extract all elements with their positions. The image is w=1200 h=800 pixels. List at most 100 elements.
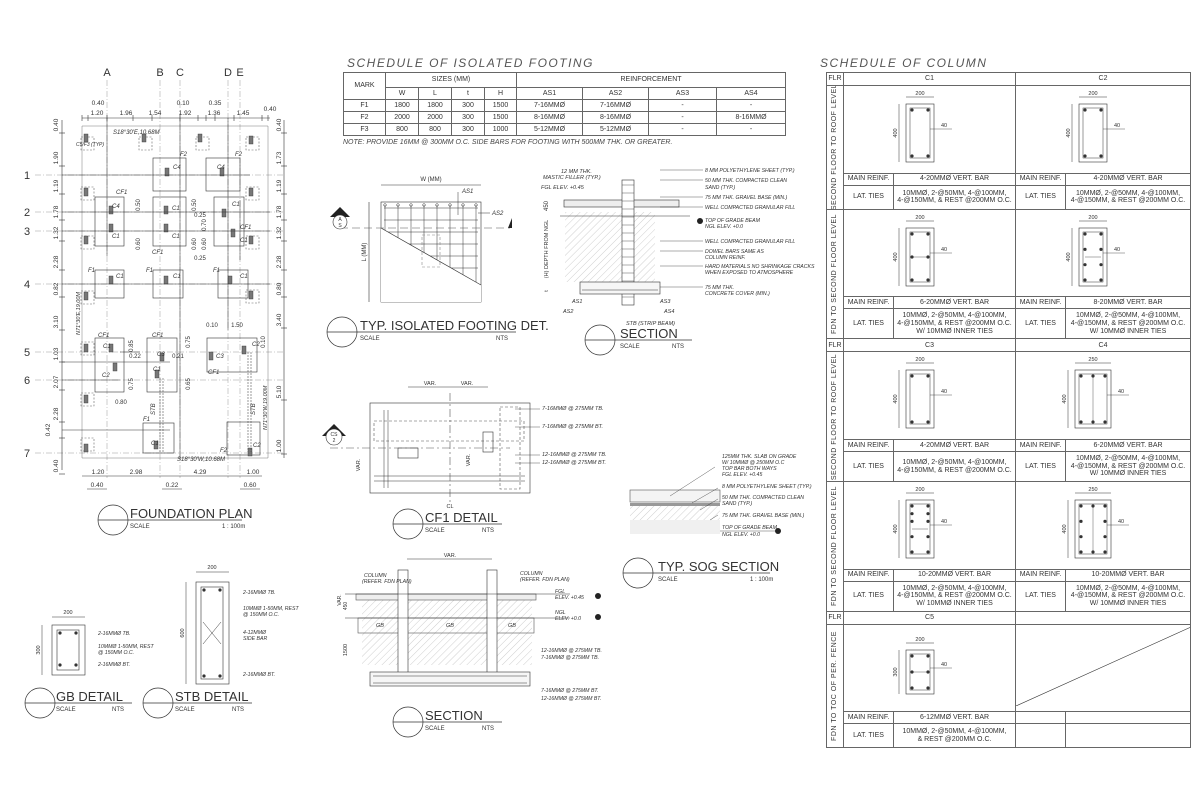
- dimension-text: VAR.: [337, 594, 343, 605]
- dimension-text: 0.75: [129, 378, 135, 390]
- leader-line: [691, 487, 719, 504]
- width-dimension: 200: [915, 487, 924, 493]
- annotation-text: ELEV. +0.0: [555, 616, 581, 622]
- dimension-text: VAR.: [356, 458, 362, 471]
- rebar-dot: [910, 550, 914, 554]
- lat-ties-value: 10MMØ, 2-@50MM, 4-@100MM,4-@150MM, & RES…: [892, 308, 1017, 340]
- grid-bubble: [20, 446, 34, 460]
- rebar-dot: [1083, 247, 1087, 251]
- height-dimension: 400: [893, 395, 899, 404]
- dimension-text: L (MM): [362, 243, 368, 262]
- lat-ties-line: W/ 10MMØ INNER TIES: [1089, 470, 1167, 478]
- rebar-dot: [1091, 550, 1095, 554]
- drawing-title: FOUNDATION PLAN: [130, 506, 253, 521]
- plan-label: CF1: [98, 333, 109, 339]
- table-cell: 800: [418, 123, 452, 136]
- rebar-dot: [409, 203, 413, 207]
- rebar-dot: [910, 108, 914, 112]
- column: [486, 569, 498, 676]
- header-sizes: SIZES (MM): [385, 72, 517, 88]
- plan-label: F1: [143, 417, 150, 423]
- elevation-marker-icon: [595, 614, 601, 620]
- rebar-dot: [926, 420, 930, 424]
- cover-dimension: 40: [941, 247, 947, 253]
- rebar-dot: [926, 255, 930, 259]
- lat-ties-label: LAT. TIES: [1015, 451, 1067, 483]
- dimension-text: CL: [446, 504, 453, 510]
- column-outline: [905, 499, 935, 559]
- lat-ties-line: 4-@150MM, & REST @200MM O.C.: [897, 320, 1012, 328]
- rebar-dot: [1079, 420, 1083, 424]
- grid-number-label: 1: [24, 170, 30, 182]
- table-cell: 1500: [484, 99, 517, 112]
- annotation-text: DOWEL BARS SAME AS: [705, 249, 764, 255]
- rebar-dot: [910, 654, 914, 658]
- table-cell: F3: [343, 123, 386, 136]
- dimension-text: 450: [343, 602, 349, 611]
- dimension-text: 5.10: [276, 385, 283, 398]
- main-reinf-value: [1065, 711, 1192, 725]
- rebar-dot: [1079, 535, 1083, 539]
- annotation-text: 7-16MMØ @ 275MM BT.: [542, 424, 603, 430]
- main-reinf-value: 6-12MMØ VERT. BAR: [892, 711, 1017, 725]
- lat-ties-value: [1065, 723, 1192, 749]
- section-marker-text: 2: [333, 438, 336, 444]
- dimension-text: 0.35: [209, 100, 222, 107]
- rebar-dot: [910, 670, 914, 674]
- subgrade: [630, 520, 720, 534]
- tie-outline: [909, 653, 931, 690]
- plan-label: CF1: [116, 190, 127, 196]
- table-cell: 5-12MMØ: [582, 123, 649, 136]
- column-mark: [154, 369, 160, 379]
- column-mark-label: [1015, 610, 1192, 625]
- scale-value: NTS: [232, 707, 244, 713]
- annotation-text: 7-16MMØ @ 275MM TB.: [541, 655, 599, 661]
- main-reinf-value: 10-20MMØ VERT. BAR: [1065, 568, 1192, 582]
- column-mark: [247, 447, 253, 457]
- annotation-text: FGL ELEV. +0.45: [722, 472, 762, 478]
- annotation-text: NGL ELEV. +0.0: [722, 532, 760, 538]
- level-label-text: SECOND FLOOR TO ROOF LEVEL: [831, 85, 839, 210]
- scale-label: SCALE: [425, 726, 445, 732]
- annotation-text: 12 MM THK.: [561, 169, 592, 175]
- rebar-dot: [74, 663, 78, 667]
- plan-label: C1: [173, 274, 181, 280]
- column-outline: [1078, 227, 1108, 286]
- dimension-text: 0.40: [53, 118, 60, 131]
- beam-outline: [195, 581, 230, 685]
- rebar-dot: [1079, 504, 1083, 508]
- plan-label: C1: [172, 234, 180, 240]
- annotation-text: W/ 10MMØ @ 250MM O.C: [722, 460, 785, 466]
- scale-label: SCALE: [658, 577, 678, 583]
- width-dimension: 200: [1088, 215, 1097, 221]
- tie-outline: [1082, 107, 1104, 159]
- annotation-text: 2-16MMØ BT.: [242, 672, 275, 678]
- lat-ties-line: W/ 10MMØ INNER TIES: [916, 327, 993, 335]
- tie-outline: [909, 231, 931, 282]
- dimension-text: 0.40: [92, 100, 105, 107]
- footing-outline: [146, 337, 178, 393]
- column-mark-label: C3: [842, 338, 1017, 353]
- column-mark: [230, 228, 236, 238]
- drawing-title: TYP. ISOLATED FOOTING DET.: [360, 318, 549, 333]
- dimension-text: 2.07: [53, 375, 60, 388]
- level-label: FDN TO SECOND FLOOR LEVEL: [826, 481, 844, 612]
- footing-f3-outline: [245, 235, 260, 250]
- annotation-text: 2-16MMØ TB.: [242, 590, 276, 596]
- drawing-title: CF1 DETAIL: [425, 510, 498, 525]
- leader-line: [669, 466, 716, 497]
